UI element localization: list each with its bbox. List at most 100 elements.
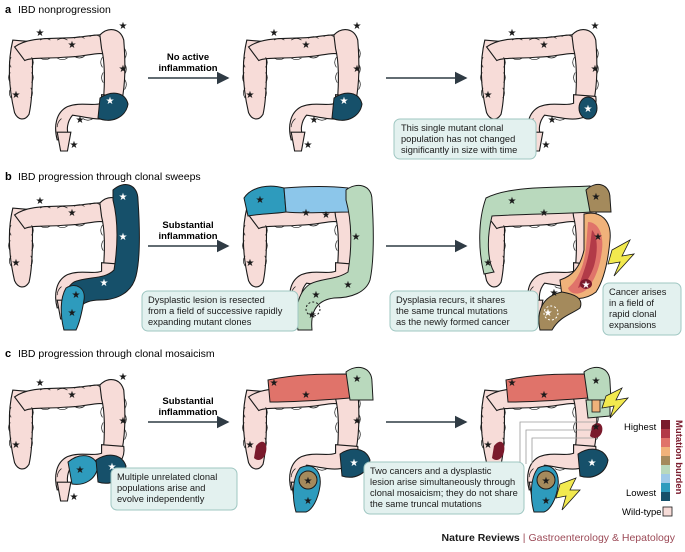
svg-text:★: ★ [588,458,597,469]
cancer-lesion-tan [591,399,601,413]
cancer-lesion-maroon [590,423,603,439]
footer-separator: | [522,532,526,544]
svg-text:★: ★ [592,192,601,203]
svg-text:★: ★ [542,476,551,487]
svg-text:★: ★ [119,192,128,203]
svg-text:★: ★ [584,104,593,115]
callout-lines [519,421,596,464]
svg-text:★: ★ [70,492,79,503]
legend-wildtype-label: Wild-type [622,507,662,518]
panel-a-colon-1 [7,28,129,152]
legend-title: Mutation burden [673,420,684,495]
svg-text:★: ★ [508,196,517,207]
panel-b-colon-2 [241,184,374,331]
clone-navy-patch [331,92,363,121]
svg-text:★: ★ [256,195,265,206]
panel-b-letter: b [5,171,12,183]
svg-text:★: ★ [594,232,603,243]
svg-text:★: ★ [270,28,279,39]
dysplasia-recurrence-marker [543,305,559,321]
svg-text:★: ★ [108,462,117,473]
cancer-lesion-maroon [254,441,267,460]
svg-text:★: ★ [119,64,128,75]
svg-text:★: ★ [68,308,77,319]
clone-brown-lesion [298,470,318,490]
clone-teal-region [243,185,287,217]
svg-text:★: ★ [340,96,349,107]
footer-brand: Nature Reviews [441,532,520,544]
svg-text:★: ★ [76,465,85,476]
panel-b-colon-1 [7,184,140,331]
svg-text:★: ★ [270,378,279,389]
svg-text:★: ★ [542,496,551,507]
clone-navy-region [339,448,371,478]
lightning-bolt-icon [555,477,581,511]
svg-text:★: ★ [12,440,21,451]
svg-text:★: ★ [544,308,553,319]
svg-text:★: ★ [246,90,255,101]
lightning-bolt-icon [601,387,630,419]
legend-color-scale [661,420,670,501]
svg-text:★: ★ [353,416,362,427]
svg-text:★: ★ [548,115,557,126]
lightning-bolt-icon [607,239,636,277]
svg-text:★: ★ [100,278,109,289]
clone-teal-region [60,285,85,331]
panel-a-colon-2 [241,28,363,152]
svg-text:★: ★ [36,378,45,389]
svg-text:★: ★ [582,280,591,291]
svg-text:★: ★ [302,390,311,401]
svg-text:★: ★ [322,210,331,221]
svg-text:★: ★ [106,96,115,107]
legend-wildtype-swatch [662,506,673,517]
panel-b-stars: ★★★★ ★★★★ ★★★★ ★★★★ ★★★★ ★★★★ [12,192,603,321]
svg-text:★: ★ [119,372,128,383]
svg-text:★: ★ [68,390,77,401]
svg-text:★: ★ [304,496,313,507]
footer-journal: Gastroenterology & Hepatology [528,532,675,544]
cancer-lesion [580,279,592,289]
panel-a-colon-3 [479,28,599,152]
clone-brown-lower-region [538,291,582,331]
svg-text:★: ★ [352,232,361,243]
panel-c-stars: ★★★★ ★★★★ ★★★★ ★★★★ ★★★★ ★★★★ [12,372,601,507]
svg-text:★: ★ [508,378,517,389]
svg-text:★: ★ [508,28,517,39]
panel-c-colon-3 [479,366,630,513]
svg-text:★: ★ [344,280,353,291]
svg-text:★: ★ [304,140,313,151]
svg-text:★: ★ [246,258,255,269]
svg-text:★: ★ [353,21,362,32]
svg-text:★: ★ [542,140,551,151]
svg-text:★: ★ [70,140,79,151]
svg-text:★: ★ [540,40,549,51]
svg-text:★: ★ [119,232,128,243]
svg-text:★: ★ [68,40,77,51]
panel-c-title: IBD progression through clonal mosaicism [18,348,215,360]
resected-lesion-marker [305,301,321,317]
legend-swatch-5 [661,456,670,465]
svg-text:★: ★ [540,208,549,219]
clone-navy-patch [97,92,129,121]
mutation-burden-legend: Highest Lowest Mutation burden Wild-type [622,420,684,518]
svg-text:★: ★ [353,374,362,385]
svg-text:★: ★ [310,115,319,126]
legend-swatch-3 [661,438,670,447]
legend-swatch-2 [661,429,670,438]
svg-text:★: ★ [246,440,255,451]
clone-mint-region [345,366,374,401]
clone-navy-region [577,448,609,478]
svg-text:★: ★ [302,40,311,51]
legend-highest-label: Highest [624,422,657,433]
